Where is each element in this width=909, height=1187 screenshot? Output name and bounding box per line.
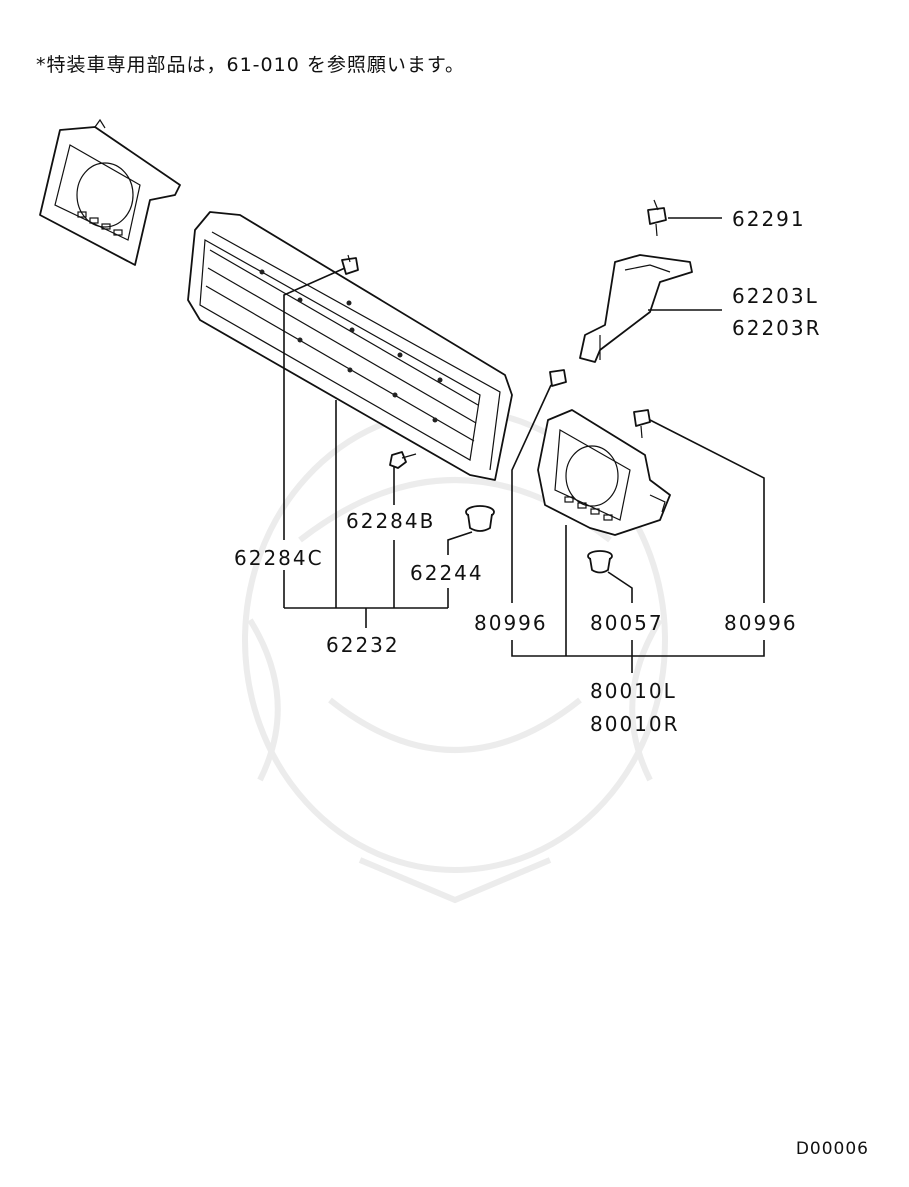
label-80996-left: 80996 (474, 611, 548, 635)
label-62232: 62232 (326, 633, 400, 657)
label-62203l: 62203L (732, 284, 819, 308)
grommet-80057-part (587, 550, 613, 574)
screw-62284c-part (341, 254, 359, 275)
bracket-62203-part (579, 254, 693, 363)
label-80996-right: 80996 (724, 611, 798, 635)
special-vehicle-note: *特装車専用部品は，61-010 を参照願います。 (36, 54, 465, 76)
label-62203r: 62203R (732, 316, 822, 340)
label-80010r: 80010R (590, 712, 680, 736)
diagram-code: D00006 (795, 1139, 869, 1159)
label-80057: 80057 (590, 611, 664, 635)
label-62291: 62291 (732, 207, 806, 231)
clip-80996-right-part (633, 409, 651, 439)
clip-80996-left-part (549, 369, 567, 387)
radiator-grille-part (187, 211, 513, 481)
headlamp-housing-80010-part (537, 409, 671, 536)
label-62284b: 62284B (346, 509, 435, 533)
label-62284c: 62284C (234, 546, 324, 570)
leader-lines (283, 217, 765, 673)
label-80010l: 80010L (590, 679, 677, 703)
screw-62284b-part (389, 451, 417, 469)
label-62244: 62244 (410, 561, 484, 585)
bolt-62291-part (647, 199, 667, 237)
headlamp-bezel-left-part (39, 118, 181, 266)
grommet-62244-part (465, 505, 495, 532)
